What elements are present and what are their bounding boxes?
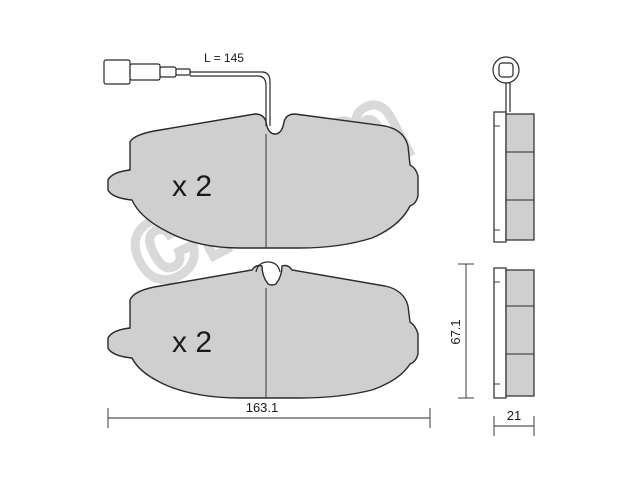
top-side-view (492, 56, 535, 243)
bottom-pad-notch (255, 261, 281, 273)
width-dim-label: 163.1 (246, 400, 279, 415)
top-backing-plate (493, 111, 507, 243)
sensor-connector-tip (159, 66, 177, 78)
side-sensor-inner (498, 62, 514, 78)
sensor-connector-body (103, 59, 131, 85)
bottom-backing-plate (493, 267, 507, 399)
quantity-label-top: x 2 (172, 170, 212, 203)
top-brake-pad: L = 145 x 2 (103, 51, 419, 249)
thickness-dim-label: 21 (507, 408, 521, 423)
height-dimension: 67.1 (448, 263, 474, 399)
thickness-dimension: 21 (493, 408, 535, 436)
top-friction-layer (505, 113, 535, 241)
top-pad-shape (107, 113, 419, 249)
width-dimension: 163.1 (107, 400, 431, 428)
wear-sensor-wire (190, 71, 271, 126)
bottom-brake-pad: x 2 (107, 261, 419, 399)
sensor-connector-end (175, 68, 191, 76)
bottom-side-view (493, 267, 535, 399)
quantity-label-bottom: x 2 (172, 326, 212, 359)
bottom-friction-layer (505, 269, 535, 397)
wear-sensor-wire-inner (190, 75, 267, 126)
bottom-pad-shape (107, 264, 419, 399)
sensor-connector-sleeve (129, 63, 161, 81)
height-dim-label: 67.1 (448, 319, 463, 344)
wire-length-label: L = 145 (204, 51, 244, 65)
